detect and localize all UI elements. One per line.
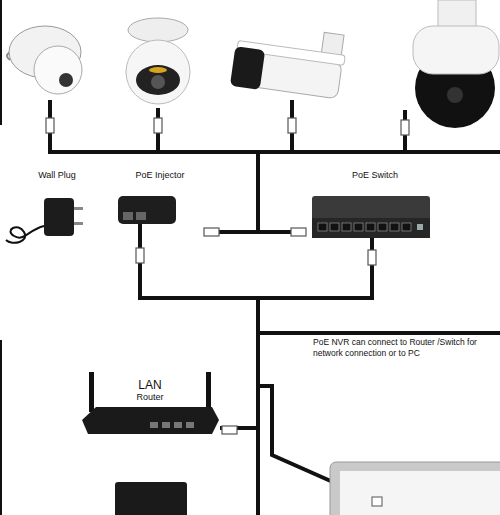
switch-port xyxy=(318,223,327,231)
camera-base xyxy=(128,18,188,42)
rj45-plug xyxy=(401,120,409,135)
switch-light xyxy=(417,224,423,230)
camera-housing xyxy=(413,26,499,74)
device-node: Wall Plug xyxy=(12,170,102,242)
injector-port xyxy=(123,212,133,220)
device-node: PoE Injector xyxy=(115,170,205,230)
bus-cables xyxy=(48,100,500,515)
switch-port xyxy=(366,223,375,231)
rj45-plug xyxy=(372,497,382,506)
wall-plug xyxy=(6,198,83,243)
router-port xyxy=(174,422,182,428)
injector-port xyxy=(136,212,146,220)
rj45-plug xyxy=(222,426,237,434)
edge-rule xyxy=(0,0,2,125)
injector-cable xyxy=(138,224,142,232)
router-port xyxy=(186,422,194,428)
camera-dome xyxy=(126,40,190,104)
switch-port xyxy=(378,223,387,231)
switch-port xyxy=(342,223,351,231)
router-port xyxy=(162,422,170,428)
bullet-camera xyxy=(230,20,348,101)
router-antenna xyxy=(206,372,211,412)
switch-face xyxy=(312,218,430,238)
bus-line xyxy=(256,152,260,232)
router-antenna xyxy=(89,372,94,412)
rj45-plug xyxy=(288,118,296,133)
nvr-box xyxy=(115,482,187,515)
camera-front xyxy=(230,46,265,90)
laptop-bezel xyxy=(330,462,500,515)
camera-dome xyxy=(34,46,82,94)
camera-face xyxy=(136,65,180,95)
injector-body xyxy=(118,196,176,224)
note-text: PoE NVR can connect to Router /Switch fo… xyxy=(313,337,483,359)
device-label: PoE Injector xyxy=(115,170,205,181)
patch-cable xyxy=(212,230,298,234)
bus-line xyxy=(258,331,500,335)
camera-lens xyxy=(59,73,73,87)
device-node: PoE Switch xyxy=(305,170,445,242)
rj45-plug xyxy=(368,250,376,265)
router-body xyxy=(82,407,219,434)
switch-body xyxy=(312,196,430,238)
device-label: LAN xyxy=(80,378,220,392)
router-port xyxy=(150,422,158,428)
switch-ports xyxy=(318,223,411,231)
poe-switch xyxy=(312,196,430,238)
rj45-plug xyxy=(46,118,54,133)
switch-port xyxy=(330,223,339,231)
camera-lens xyxy=(151,75,165,89)
bus-line xyxy=(256,298,260,515)
edge-rule xyxy=(0,340,2,515)
plug-body xyxy=(44,198,74,236)
rj45-plugs xyxy=(46,118,409,434)
poe-injector xyxy=(118,196,176,224)
camera-lens xyxy=(447,87,463,103)
bus-line xyxy=(48,150,500,154)
rj45-plug xyxy=(291,228,306,236)
switch-port xyxy=(390,223,399,231)
device-label: Router xyxy=(80,392,220,403)
turret-camera xyxy=(7,26,82,94)
plug-wire xyxy=(6,226,44,243)
plug-prong xyxy=(74,222,83,225)
device-label: PoE Switch xyxy=(305,170,445,181)
switch-port xyxy=(402,223,411,231)
rj45-plug xyxy=(154,118,162,133)
laptop xyxy=(330,462,500,515)
laptop-screen xyxy=(340,471,500,515)
device-label: Wall Plug xyxy=(12,170,102,181)
rj45-plug xyxy=(136,248,144,263)
plug-prong xyxy=(74,207,83,210)
ptz-camera xyxy=(413,0,499,128)
switch-port xyxy=(354,223,363,231)
switch-cable xyxy=(370,238,374,244)
camera-accent xyxy=(149,67,167,73)
device-node: LANRouter xyxy=(80,378,220,436)
rj45-plug xyxy=(204,228,219,236)
turret-camera xyxy=(126,18,190,104)
